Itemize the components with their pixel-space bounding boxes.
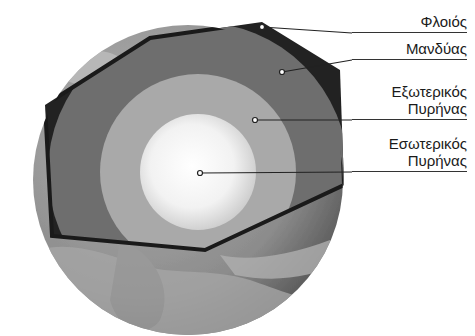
layer-label: Μανδύας (352, 40, 467, 60)
layer-label: Φλοιός (352, 13, 467, 33)
layer-label: Εξωτερικός Πυρήνας (352, 83, 467, 120)
layer-label: Εσωτερικός Πυρήνας (352, 135, 467, 172)
leader-lines (198, 25, 353, 176)
